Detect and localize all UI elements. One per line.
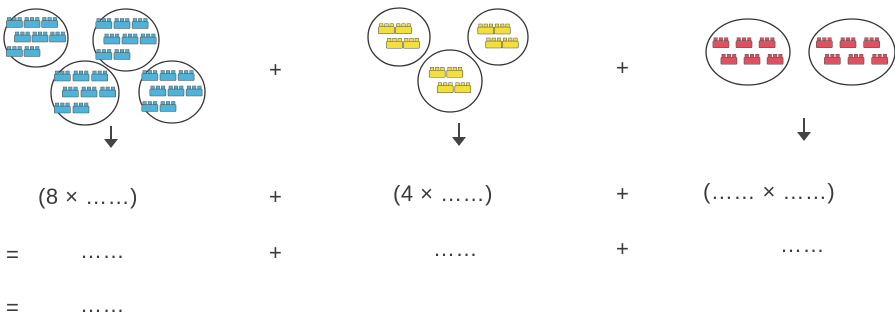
plus-sign: +: [616, 238, 629, 260]
lego-brick: [713, 38, 729, 48]
lego-brick: [437, 83, 453, 93]
lego-brick: [848, 54, 864, 64]
multiplication-expression-red: (…… × ……): [703, 181, 835, 203]
lego-brick: [840, 38, 856, 48]
lego-brick: [478, 24, 494, 34]
brick-group-circle: [468, 9, 528, 65]
lego-brick: [92, 71, 108, 81]
lego-brick: [104, 34, 120, 44]
lego-brick: [96, 50, 112, 60]
lego-brick: [32, 32, 48, 42]
multiplication-expression-yellow: (4 × ……): [393, 183, 493, 205]
plus-sign: +: [269, 186, 282, 208]
lego-brick: [767, 54, 783, 64]
lego-brick: [54, 103, 70, 113]
lego-brick: [160, 71, 176, 81]
lego-brick: [759, 38, 775, 48]
lego-brick: [54, 71, 70, 81]
lego-brick: [24, 47, 40, 57]
answer-blank: ……: [80, 294, 125, 316]
lego-brick: [142, 102, 158, 112]
brick-group-circle: [809, 19, 895, 85]
lego-brick: [816, 38, 832, 48]
plus-sign: +: [616, 183, 629, 205]
down-arrow-icon: [110, 126, 112, 140]
brick-group-circle: [51, 61, 119, 125]
brick-group-circle: [368, 8, 430, 66]
lego-brick: [429, 67, 445, 77]
lego-brick: [824, 54, 840, 64]
lego-brick: [142, 71, 158, 81]
equals-sign: =: [6, 297, 19, 319]
lego-brick: [50, 32, 66, 42]
lego-brick: [186, 86, 202, 96]
lego-brick: [502, 38, 518, 48]
lego-brick: [404, 38, 420, 48]
brick-group-circle: [4, 9, 68, 67]
lego-brick: [114, 19, 130, 29]
plus-sign: +: [269, 242, 282, 264]
answer-blank: ……: [80, 240, 125, 262]
lego-brick: [168, 86, 184, 96]
lego-brick: [24, 18, 40, 28]
lego-brick: [81, 87, 97, 97]
lego-brick: [6, 47, 22, 57]
brick-group-circle: [93, 9, 159, 71]
lego-brick: [744, 54, 760, 64]
down-arrow-icon: [803, 118, 805, 133]
lego-brick: [122, 34, 138, 44]
lego-brick: [6, 18, 22, 28]
lego-brick: [160, 102, 176, 112]
lego-brick: [386, 38, 402, 48]
lego-brick: [447, 67, 463, 77]
lego-brick: [721, 54, 737, 64]
lego-brick: [132, 19, 148, 29]
lego-brick: [42, 18, 58, 28]
lego-brick: [378, 24, 394, 34]
lego-brick: [73, 103, 89, 113]
multiplication-expression-blue: (8 × ……): [38, 186, 138, 208]
lego-brick: [140, 34, 156, 44]
plus-sign: +: [269, 59, 282, 81]
answer-blank: ……: [433, 238, 478, 260]
lego-brick: [96, 19, 112, 29]
lego-brick: [494, 24, 510, 34]
lego-brick: [73, 71, 89, 81]
lego-brick: [736, 38, 752, 48]
lego-brick: [150, 86, 166, 96]
lego-brick: [455, 83, 471, 93]
lego-brick: [396, 24, 412, 34]
equals-sign: =: [6, 244, 19, 266]
down-arrow-icon: [458, 123, 460, 138]
lego-brick: [100, 87, 116, 97]
lego-brick: [114, 50, 130, 60]
lego-brick: [864, 38, 880, 48]
answer-blank: ……: [780, 234, 825, 256]
brick-group-circle: [706, 19, 790, 85]
lego-brick: [872, 54, 888, 64]
lego-brick: [178, 71, 194, 81]
lego-brick: [14, 32, 30, 42]
lego-brick: [62, 87, 78, 97]
lego-brick: [486, 38, 502, 48]
plus-sign: +: [616, 57, 629, 79]
brick-group-circle: [418, 50, 482, 112]
brick-group-circle: [139, 61, 205, 123]
